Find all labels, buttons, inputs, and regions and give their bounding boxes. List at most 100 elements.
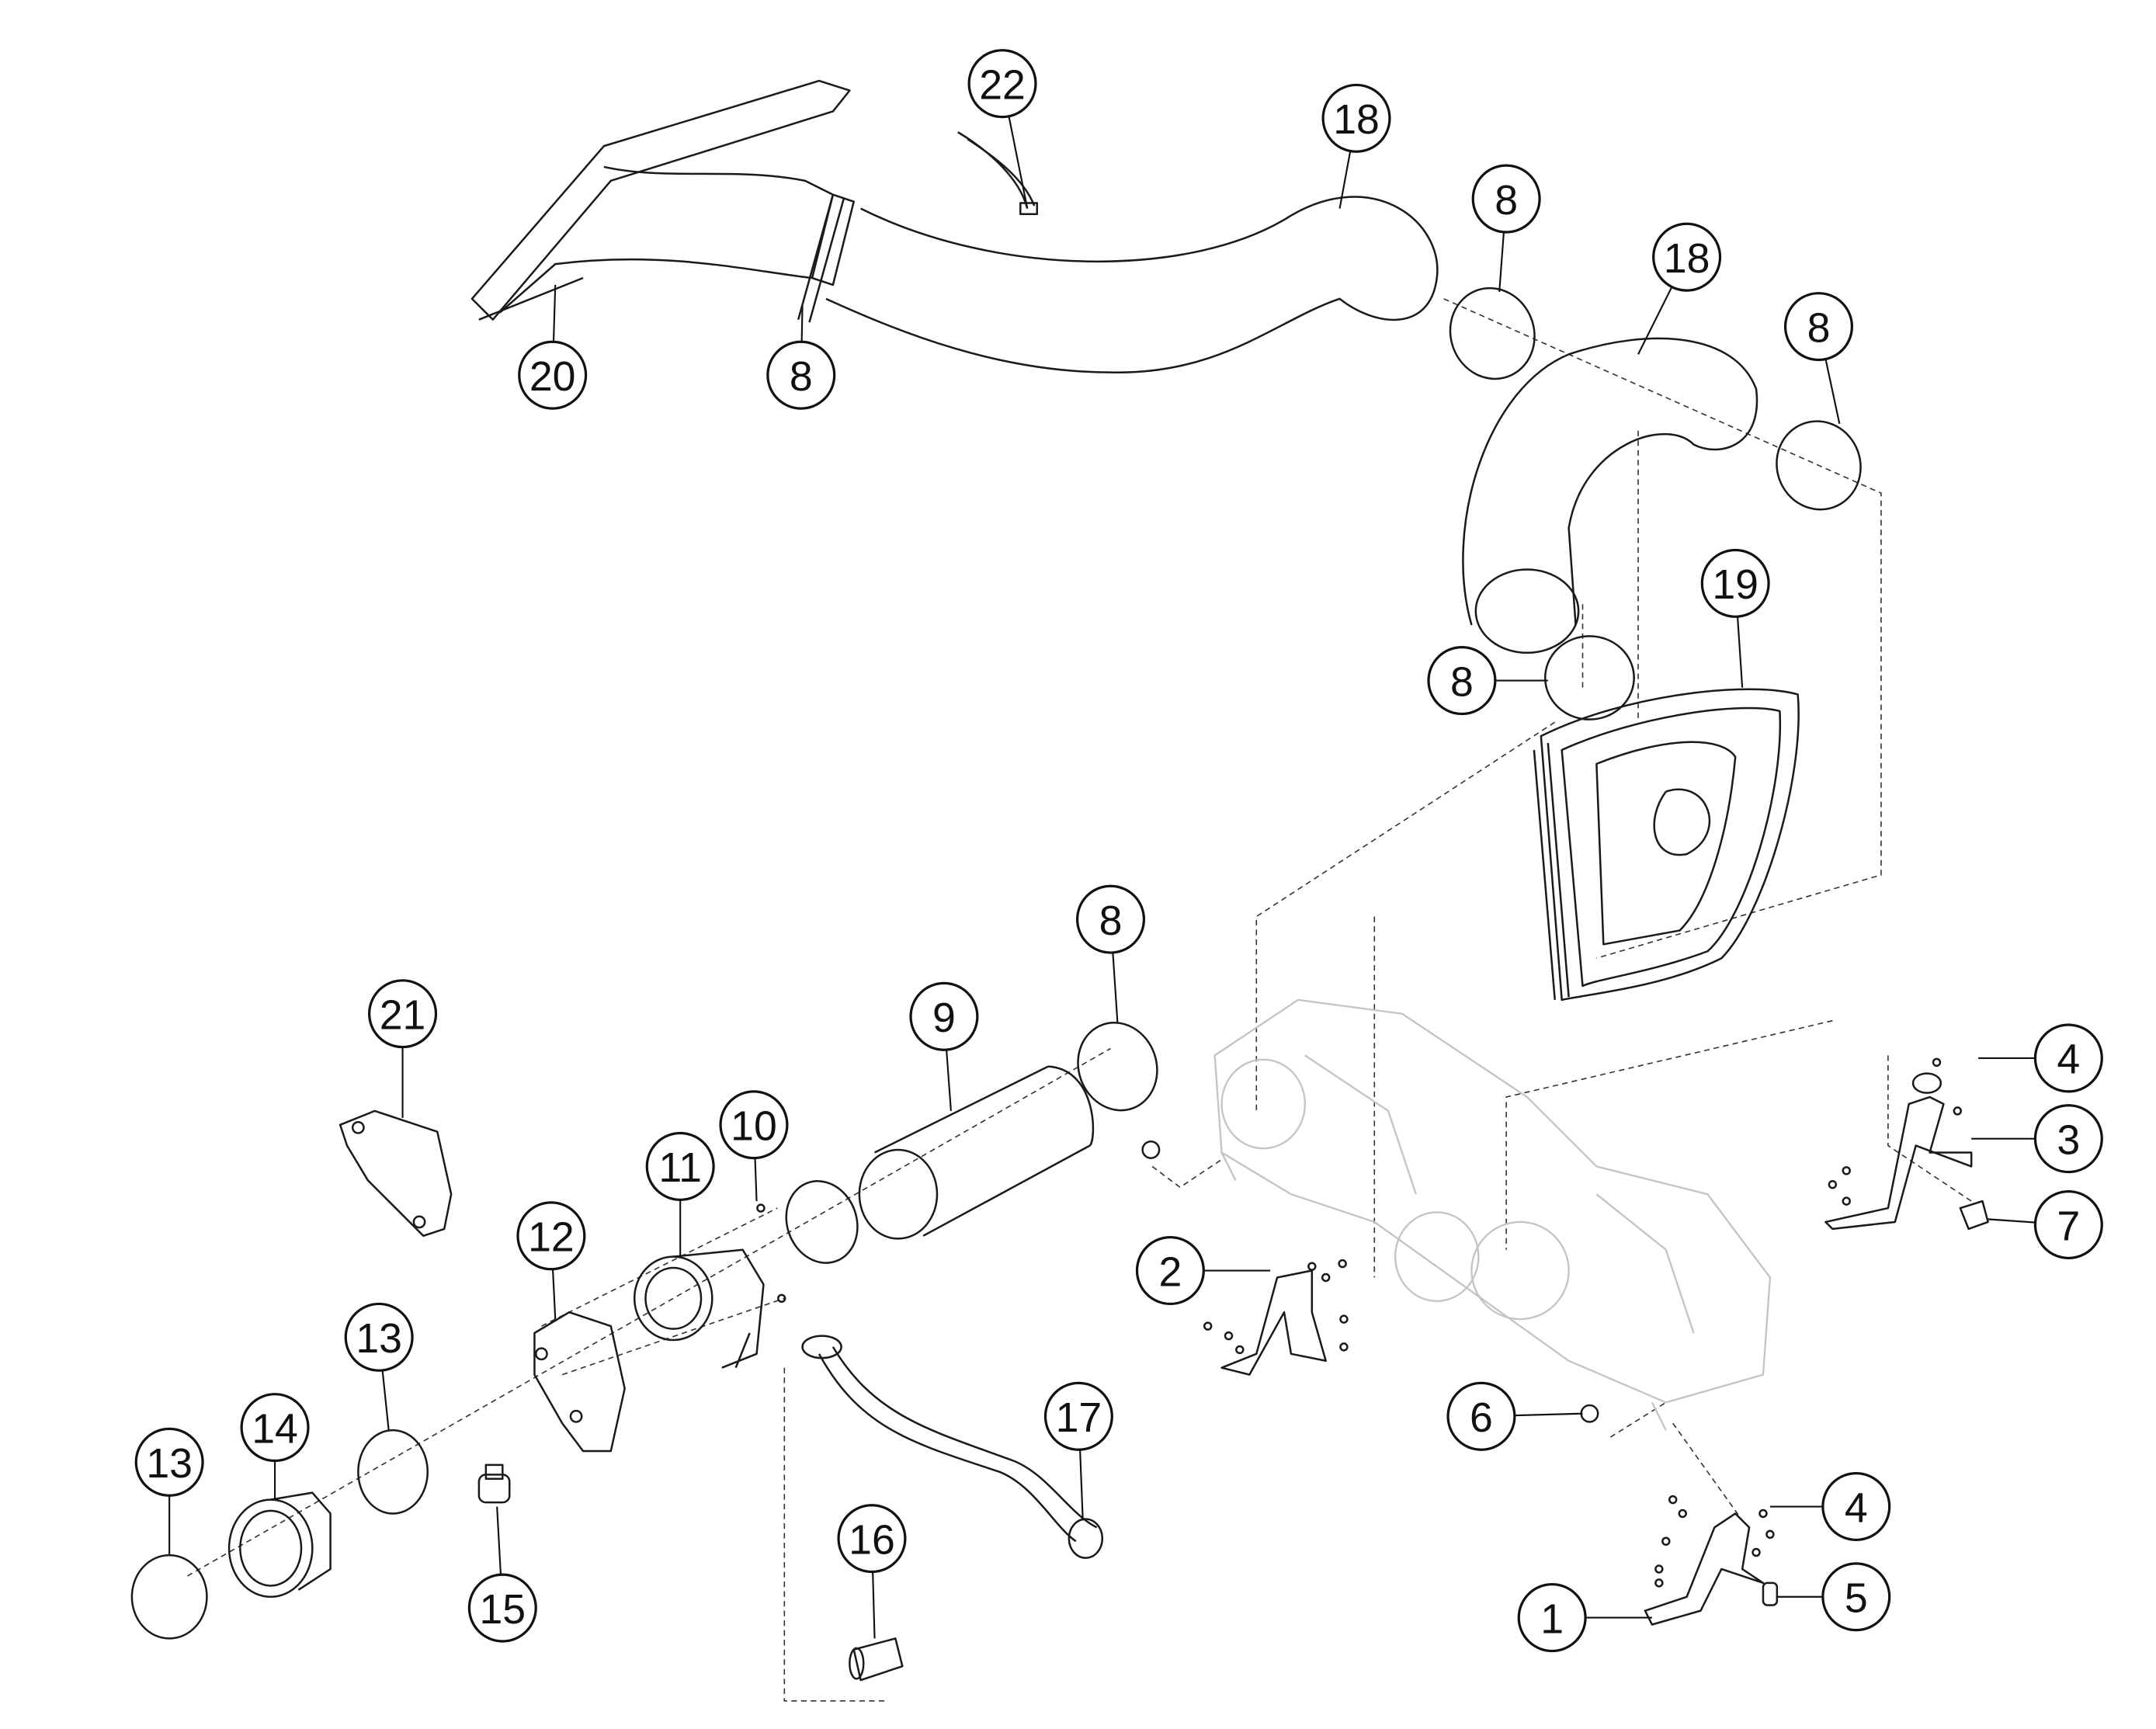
callout: 18	[1321, 83, 1391, 153]
part-air-filter	[858, 1065, 1095, 1240]
callout-number: 8	[1495, 177, 1518, 224]
callout-number: 15	[479, 1586, 526, 1633]
screw	[1224, 1331, 1234, 1341]
alignment-lines	[187, 298, 1972, 1702]
screw	[1678, 1509, 1687, 1519]
callout: 4	[2033, 1023, 2103, 1093]
callout-circle	[2033, 1104, 2103, 1174]
callout: 2	[1135, 1236, 1205, 1306]
callout: 6	[1446, 1381, 1516, 1451]
callout-circle	[1821, 1562, 1891, 1632]
screw	[1203, 1321, 1213, 1331]
callout-number: 13	[356, 1315, 402, 1362]
callout: 13	[134, 1427, 204, 1497]
callout: 15	[467, 1573, 537, 1643]
callout: 16	[837, 1504, 907, 1574]
screw	[1654, 1564, 1664, 1574]
callout: 10	[719, 1090, 789, 1160]
part-intake-scoop	[470, 79, 855, 321]
callout-number: 8	[790, 353, 813, 400]
callout-circle	[1821, 1471, 1891, 1542]
callout-circle	[1075, 884, 1146, 954]
callout: 22	[967, 49, 1037, 119]
callout-circle	[1446, 1381, 1516, 1451]
callout-number: 13	[146, 1440, 193, 1487]
callout-number: 14	[252, 1405, 298, 1452]
callout-circle	[2033, 1023, 2103, 1093]
callout-number: 8	[1099, 897, 1123, 944]
part-airbox-cover	[1533, 688, 1800, 1002]
callout-circle	[344, 1302, 414, 1372]
callout-number: 4	[2057, 1036, 2080, 1083]
screws	[756, 1057, 1963, 1588]
screw	[1752, 1547, 1761, 1557]
callout-number: 3	[2057, 1116, 2080, 1163]
screw	[1765, 1529, 1775, 1540]
callout-number: 7	[2057, 1203, 2080, 1249]
callout-circle	[1517, 1583, 1587, 1653]
callout-circle	[240, 1393, 310, 1463]
callout-number: 18	[1333, 96, 1380, 143]
callout: 14	[240, 1393, 310, 1463]
callout-number: 18	[1664, 235, 1710, 282]
callout-number: 21	[380, 992, 426, 1039]
callout-number: 19	[1712, 561, 1758, 608]
screw	[1307, 1262, 1317, 1271]
callout: 13	[344, 1302, 414, 1372]
screw	[1842, 1196, 1851, 1206]
callout: 18	[1652, 222, 1722, 292]
part-cover-plate	[339, 1109, 453, 1238]
screw	[1339, 1342, 1349, 1352]
screw	[1842, 1166, 1851, 1175]
callout: 8	[1783, 292, 1854, 362]
callout-circle	[1321, 83, 1391, 153]
callout-circle	[1700, 548, 1770, 618]
screw	[1654, 1578, 1664, 1588]
leader-lines	[168, 83, 2069, 1639]
callout-circle	[467, 1573, 537, 1643]
part-fitting	[477, 1463, 511, 1504]
callout-number: 11	[658, 1144, 702, 1191]
callout-circle	[719, 1090, 789, 1160]
screw	[1828, 1179, 1838, 1189]
callout-circle	[1135, 1236, 1205, 1306]
part-airbox-housing	[1213, 998, 1772, 1431]
callout-circle	[2033, 1190, 2103, 1260]
part-connector	[849, 1637, 904, 1682]
callout: 1	[1517, 1583, 1587, 1653]
part-hose-clamps	[130, 286, 1862, 1640]
callout-circle	[1652, 222, 1722, 292]
callout: 8	[766, 340, 836, 410]
callout: 9	[909, 981, 979, 1051]
callout: 8	[1471, 164, 1541, 234]
callout-circle	[909, 981, 979, 1051]
part-clamp-band	[797, 194, 845, 323]
callout-circle	[518, 340, 588, 410]
callout-number: 12	[528, 1214, 575, 1261]
callout: 20	[518, 340, 588, 410]
screw	[1668, 1495, 1678, 1505]
callout-circle	[766, 340, 836, 410]
callout: 12	[516, 1201, 586, 1271]
callout: 11	[645, 1131, 715, 1201]
screw	[1953, 1106, 1963, 1116]
callout-number: 10	[731, 1103, 777, 1150]
part-breather-hose	[801, 1335, 1104, 1559]
callout: 17	[1043, 1381, 1113, 1451]
callout-circle	[516, 1201, 586, 1271]
callout-number: 16	[849, 1516, 895, 1563]
callout-circle	[1471, 164, 1541, 234]
callout: 3	[2033, 1104, 2103, 1174]
callout-number: 9	[932, 995, 956, 1041]
screw	[1661, 1536, 1671, 1546]
callout-circle	[1043, 1381, 1113, 1451]
callout-circle	[134, 1427, 204, 1497]
part-throttle-adapter	[633, 1248, 765, 1369]
screw	[777, 1293, 786, 1304]
callout-circle	[837, 1504, 907, 1574]
callout: 19	[1700, 548, 1770, 618]
screw	[1758, 1509, 1768, 1519]
callout: 8	[1427, 646, 1497, 716]
callout-number: 22	[979, 61, 1026, 108]
